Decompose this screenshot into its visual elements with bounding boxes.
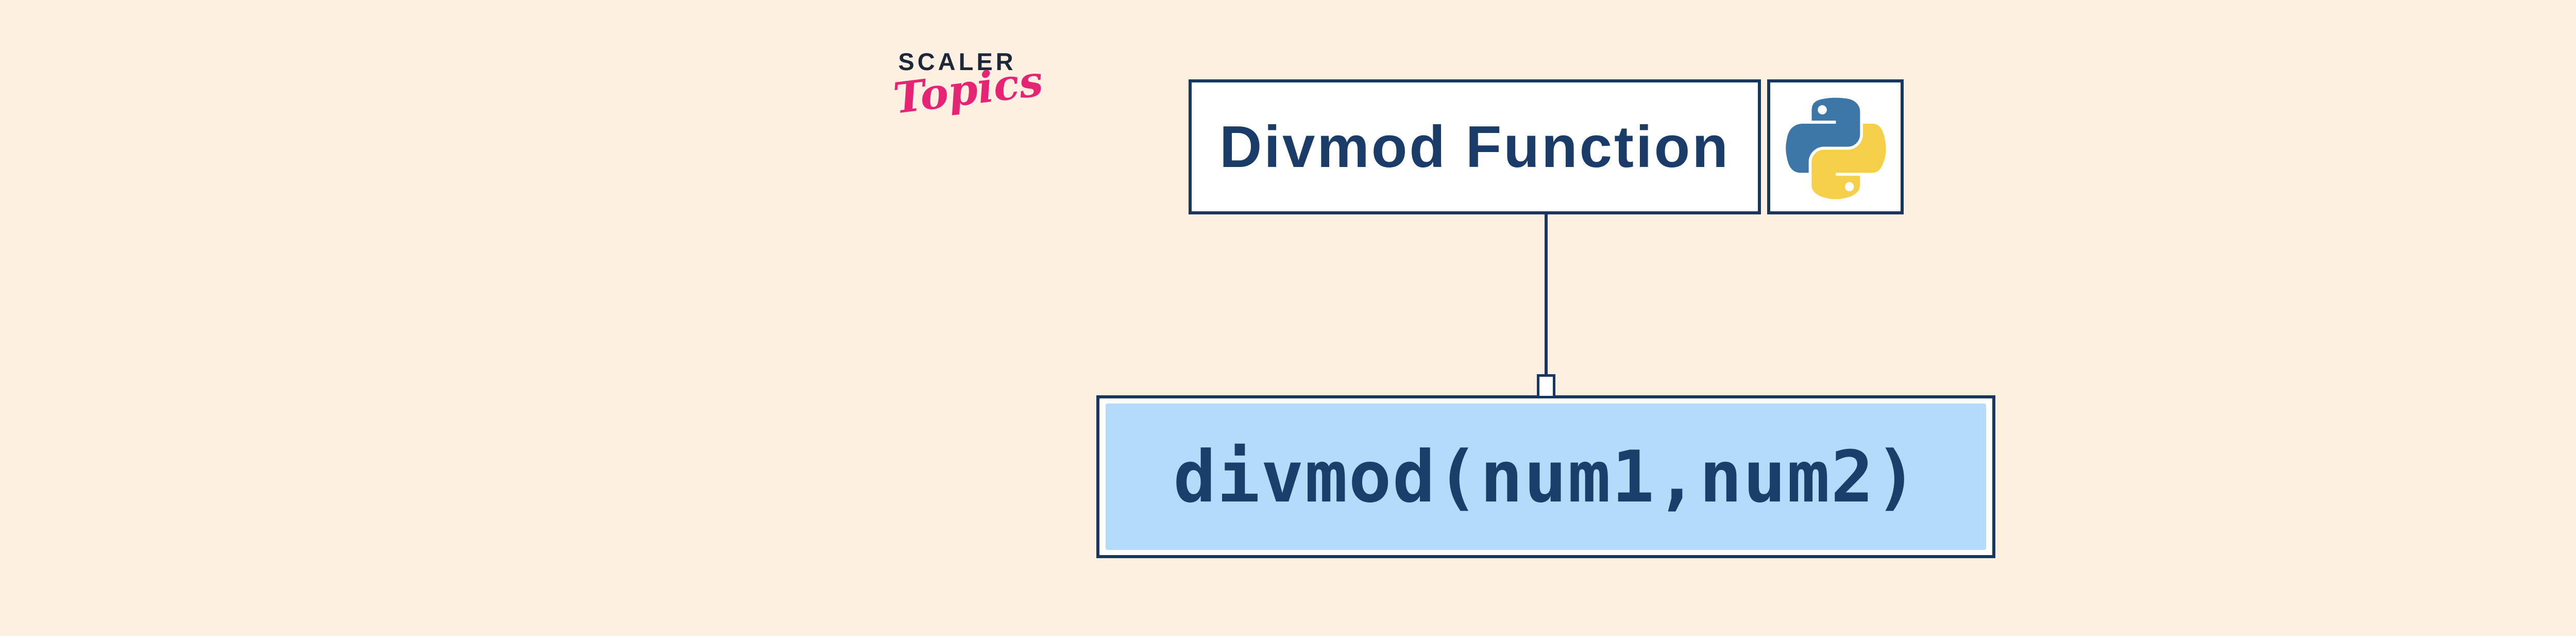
python-icon-yellow-snake [1811, 123, 1886, 199]
scaler-topics-logo: SCALER Topics [891, 48, 1045, 124]
logo-brand-text: SCALER [898, 48, 1016, 75]
connector-node [1537, 374, 1555, 398]
code-card: divmod(num1,num2) [1096, 395, 1995, 558]
title-card: Divmod Function [1189, 79, 1761, 214]
code-card-inner: divmod(num1,num2) [1106, 404, 1986, 550]
connector-line [1545, 212, 1548, 374]
title-label: Divmod Function [1219, 114, 1730, 180]
python-logo-card [1767, 79, 1904, 214]
python-icon [1785, 97, 1886, 199]
code-text: divmod(num1,num2) [1173, 435, 1919, 518]
python-icon-blue-snake [1785, 97, 1860, 173]
